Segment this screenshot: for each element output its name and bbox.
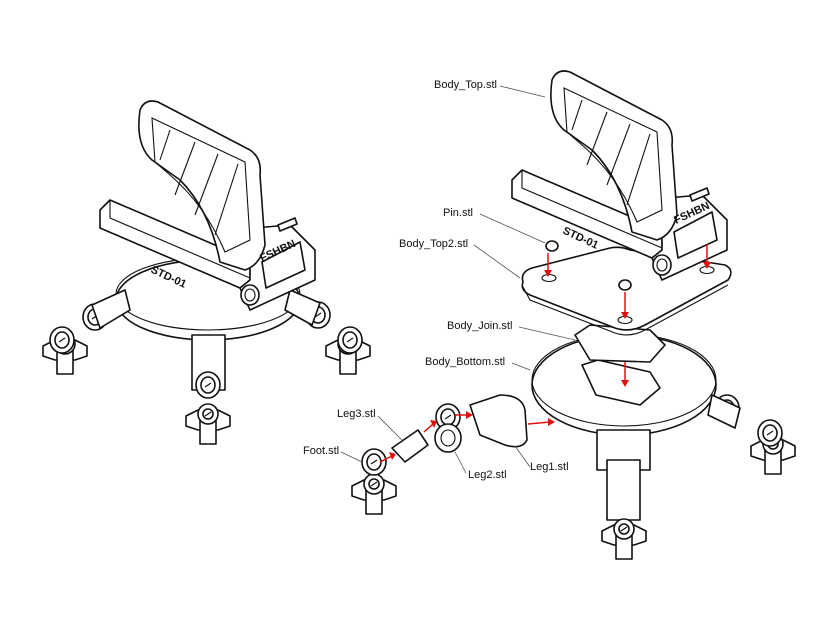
label-pin: Pin.stl [443,207,473,219]
label-body-bottom: Body_Bottom.stl [425,356,506,368]
label-body-top: Body_Top.stl [434,79,497,91]
assembled-stand: STD-01 FSHBN [42,100,371,445]
exploded-stand: STD-01 FSHBN [340,70,796,560]
leg2-part [434,423,462,453]
label-body-top2: Body_Top2.stl [399,238,469,250]
label-body-join: Body_Join.stl [447,320,513,332]
body-join-part [574,324,666,363]
assembly-arrows [379,244,711,463]
leader-lines [340,85,576,474]
label-leg2: Leg2.stl [468,469,507,481]
label-foot: Foot.stl [303,445,340,457]
label-leg3: Leg3.stl [337,408,376,420]
leg1-part [469,394,528,448]
label-leg1: Leg1.stl [530,461,569,473]
leg3-part [391,429,429,463]
